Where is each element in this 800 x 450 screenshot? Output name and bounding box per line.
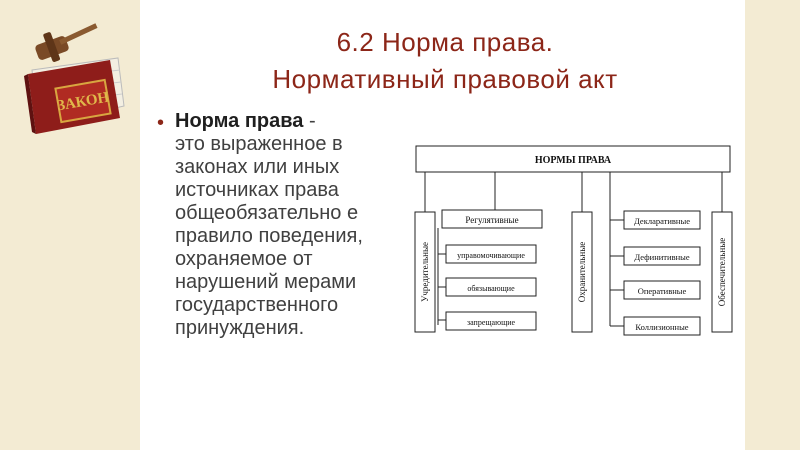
diagram-col2-head: Регулятивные <box>465 215 518 225</box>
title-line-1: 6.2 Норма права. <box>336 27 554 57</box>
diagram-col2-item: запрещающие <box>467 318 516 327</box>
diagram-col5: Обеспечительные <box>717 238 727 306</box>
diagram-root: НОРМЫ ПРАВА <box>535 155 612 166</box>
diagram-col4-item: Оперативные <box>638 286 687 296</box>
definition-term: Норма права <box>175 110 304 132</box>
diagram-col2-item: обязывающие <box>467 284 515 293</box>
definition-dash: - <box>303 110 316 132</box>
diagram-col4-item: Дефинитивные <box>634 252 689 262</box>
gavel-icon <box>35 23 98 62</box>
slide-title: 6.2 Норма права. Нормативный правовой ак… <box>150 24 740 98</box>
diagram-col4-item: Декларативные <box>634 216 690 226</box>
diagram-col2-item: управомочивающие <box>457 251 525 260</box>
law-book-image: ЗАКОН <box>24 23 125 134</box>
norms-diagram: НОРМЫ ПРАВА Учредительные Регулятивные у… <box>414 145 733 336</box>
definition-body: это выраженное в законах или иных источн… <box>175 133 363 339</box>
definition-text: Норма права -это выраженное в законах ил… <box>175 110 410 340</box>
diagram-col4-item: Коллизионные <box>635 322 688 332</box>
bullet-icon: • <box>157 112 165 134</box>
diagram-col3: Охранительные <box>577 242 587 303</box>
diagram-col1: Учредительные <box>420 242 430 302</box>
title-line-2: Нормативный правовой акт <box>272 64 618 94</box>
